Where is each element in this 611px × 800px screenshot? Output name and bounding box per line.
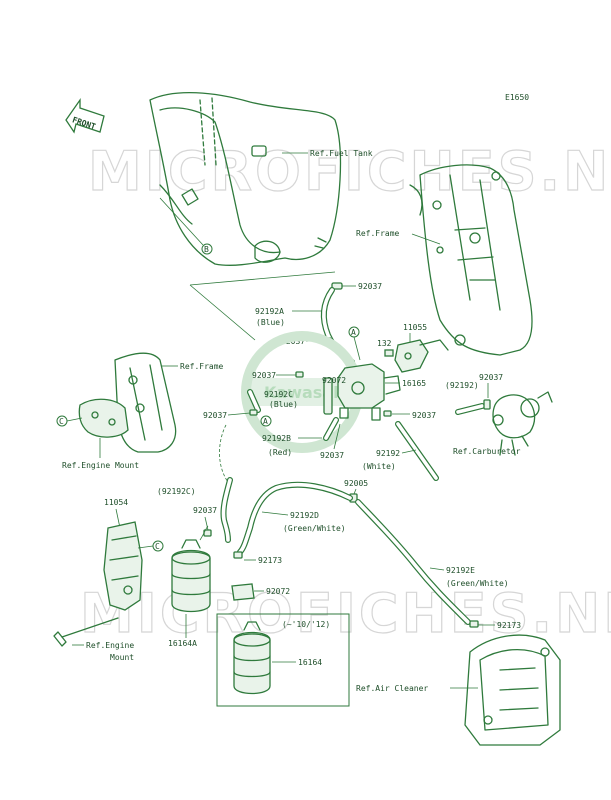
tube-92072-top (323, 377, 333, 415)
label-92037-carb: 92037 (479, 373, 503, 382)
label-16164a: 16164A (168, 639, 197, 648)
label-92192b: 92192B (262, 434, 291, 443)
label-92192b-color: (Red) (268, 448, 292, 457)
canister-16164 (233, 621, 271, 695)
label-92192a-color: (Blue) (256, 318, 285, 327)
label-ref-engine-mount-1: Ref.Engine Mount (62, 461, 139, 470)
label-92037-r: 92037 (412, 411, 436, 420)
air-cleaner-outline (464, 634, 561, 746)
leader-b (159, 197, 204, 246)
callout-a-left (260, 415, 272, 427)
diagram-code: E1650 (505, 93, 529, 102)
label-ref-fuel-tank: Ref.Fuel Tank (310, 149, 373, 158)
label-92037-l2: 92037 (203, 411, 227, 420)
callout-a-top-letter: A (351, 328, 356, 337)
label-16165: 16165 (402, 379, 426, 388)
bolt-132 (384, 349, 394, 357)
label-ref-frame-left: Ref.Frame (180, 362, 224, 371)
frame-right-outline (409, 164, 533, 356)
label-92037-left: 92037 (252, 371, 276, 380)
label-92192c: 92192C (264, 390, 293, 399)
label-92192e-color: (Green/White) (446, 579, 509, 588)
projection-lines (189, 271, 336, 341)
label-inset-years: (~'10/'12) (282, 620, 330, 629)
label-11055: 11055 (403, 323, 427, 332)
label-92037-b: 92037 (320, 451, 344, 460)
label-92072-top: 92072 (322, 376, 346, 385)
label-92173-b: 92173 (497, 621, 521, 630)
valve-16165 (337, 363, 401, 421)
front-arrow-icon: FRONT (65, 97, 105, 134)
bracket-11055 (394, 339, 449, 373)
label-92173-a: 92173 (258, 556, 282, 565)
inset-box (216, 613, 350, 707)
callout-c-bottom-letter: C (155, 542, 160, 551)
hose-92192-white (395, 421, 439, 481)
hose-92192-carb (455, 403, 485, 415)
label-92192d-color: (Green/White) (283, 524, 346, 533)
label-92192d: 92192D (290, 511, 319, 520)
label-ref-carburetor: Ref.Carburetor (453, 447, 521, 456)
label-92072-low: 92072 (266, 587, 290, 596)
canister-16164a (171, 525, 211, 613)
callout-a-left-letter: A (263, 417, 268, 426)
clip-92037-carb (483, 399, 491, 410)
clamp-92173-b (469, 620, 479, 628)
label-92037-low: 92037 (193, 506, 217, 515)
label-ref-air-cleaner: Ref.Air Cleaner (356, 684, 428, 693)
leader-frame-top (411, 233, 441, 245)
label-16164: 16164 (298, 658, 322, 667)
label-92037-top: 92037 (358, 282, 382, 291)
label-92192: 92192 (376, 449, 400, 458)
label-ref-engine-mount-2b: Mount (110, 653, 134, 662)
label-92005: 92005 (344, 479, 368, 488)
hose-92192e (355, 499, 471, 625)
label-92192c-paren: (92192C) (157, 487, 196, 496)
fuel-tank-outline (149, 91, 342, 266)
clip-92037-left (295, 371, 304, 378)
hose-92192d (237, 481, 353, 555)
label-92192a: 92192A (255, 307, 284, 316)
clip-92037-r (383, 410, 392, 417)
callout-b-letter: B (204, 245, 209, 254)
bolt-engine-mount (53, 617, 119, 647)
label-ref-engine-mount-2a: Ref.Engine (86, 641, 134, 650)
hose-92192c-short (247, 389, 261, 413)
label-92192e: 92192E (446, 566, 475, 575)
label-92192-color: (White) (362, 462, 396, 471)
label-11054: 11054 (104, 498, 128, 507)
hose-92192c-long (220, 477, 233, 543)
callout-c-top-letter: C (59, 417, 64, 426)
frame-left-outline (78, 352, 177, 453)
clamp-92173-a (233, 551, 243, 559)
watermark-top: MICROFICHES.NET (88, 140, 611, 203)
callout-b (201, 243, 213, 255)
label-92192-paren: (92192) (445, 381, 479, 390)
hose-92192b (323, 417, 339, 441)
bracket-11054 (103, 521, 143, 611)
label-132: 132 (377, 339, 392, 348)
clip-92037-l2 (249, 409, 258, 416)
label-92192c-color: (Blue) (269, 400, 298, 409)
label-ref-frame-top: Ref.Frame (356, 229, 400, 238)
carburetor-outline (492, 391, 553, 456)
tube-92072-low (231, 583, 255, 601)
